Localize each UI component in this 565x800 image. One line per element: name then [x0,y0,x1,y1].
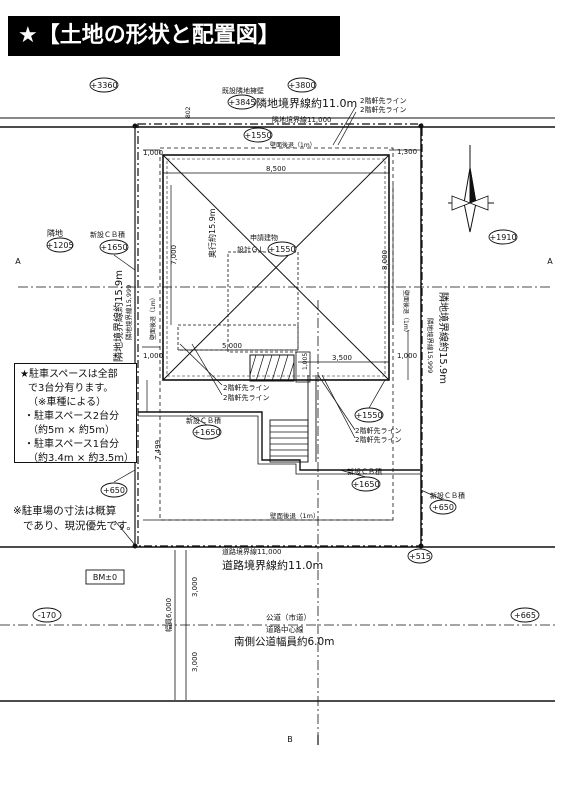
new-cb-mid: 新設ＣＢ積 [186,416,221,425]
dim-8000: 8,000 [381,250,389,270]
lot-boundary [137,123,423,547]
right-setback-label: 壁面後退（1m） [402,290,410,336]
right-boundary-label: 隣地境界線約15.9m [437,292,450,384]
parking-note-line: （約5m × 約5m） [28,425,115,436]
dim-5000: 5,000 [222,342,242,350]
dim-1300: 1,300 [397,148,417,156]
bm-label: BM±0 [93,573,117,582]
elev-1650-mid: +1650 [193,428,220,437]
left-boundary-label: 隣地境界線約15.9m [112,270,125,362]
eaves-right-1: 2階軒先ライン [355,426,401,435]
parking-note-line: で3台分有ります。 [28,383,114,394]
page-title: ★【土地の形状と配置図】 [8,16,340,56]
elev-3800: +3800 [288,81,315,90]
new-cb-wall-left: 新設ＣＢ積 [90,230,125,239]
bm-box [85,569,125,585]
eaves-line-top-2: 2階軒先ライン [360,105,406,114]
left-boundary-dim: 隣地境界線15,999 [124,285,133,340]
neighbor-label: 隣地 [47,228,63,238]
top-boundary-label: 隣地境界線約11.0m [256,96,357,110]
dim-3500: 3,500 [332,354,352,362]
elev-1550-mid: +1550 [268,245,295,254]
elev-515: +515 [409,552,431,561]
left-setback-label: 壁面後退（1m） [149,294,157,340]
parking-note-line: （約3.4m × 約3.5m） [28,453,135,464]
eaves-left-1: 2階軒先ライン [223,383,269,392]
elev-3845: +3845 [228,98,255,107]
dim-7499: 7,499 [154,440,162,460]
mid-cb-wall [138,411,420,471]
footnote-line: ※駐車場の寸法は概算 [13,505,117,517]
south-road-label: 南側公道幅員約6.0m [234,635,334,648]
building-eaves-outline [166,158,386,377]
parking-note-line: ★駐車スペースは全部 [20,369,118,380]
planned-building: 申請建物 [250,233,278,242]
dim-1005: 1,005 [302,353,309,370]
parking-footnote: ※駐車場の寸法は概算 であり、現況優先です。 [13,504,153,534]
room-outline-2 [227,251,299,353]
parking-note-line: ・駐車スペース2台分 [24,411,120,422]
dim-1000-right: 1,000 [397,352,417,360]
elev-3360: +3360 [90,81,117,90]
existing-wall-label: 既設隣地擁壁 [222,86,264,95]
building-outline [162,154,390,381]
section-b-label: B [287,735,293,744]
elev-1550-right: +1550 [355,411,382,420]
section-a-right: A [547,257,553,266]
elev-1650-right: +1650 [352,480,379,489]
depth-label: 奥行約15.9m [207,208,217,258]
new-cb-far: 新設ＣＢ積 [430,491,465,500]
wall-setback-top: 壁面後退（1m） [270,141,316,149]
elev-650-right: +650 [432,503,454,512]
dim-3000-b: 3,000 [191,652,199,672]
road-boundary-dim: 道路境界線11,000 [222,547,282,556]
parking-note-line: （※車種による） [28,397,107,408]
dim-3000-a: 3,000 [191,577,199,597]
mid-cb-wall-inner [138,415,420,475]
road-center-label: 道路中心線 [266,624,304,634]
footnote-line: であり、現況優先です。 [23,520,137,532]
top-boundary-dim: 隣地境界線11,000 [272,115,332,124]
parking-note: ★駐車スペースは全部 で3台分有ります。 （※車種による） ・駐車スペース2台分… [14,363,137,464]
public-road-label: 公道（市道） [266,612,311,622]
wall-setback-bottom: 壁面後退（1m） [270,511,319,520]
design-gl: 設計ＧＬ [237,245,265,254]
eaves-right-2: 2階軒先ライン [355,435,401,444]
road-boundary-label: 道路境界線約11.0m [222,558,323,572]
elev-665: +665 [514,611,536,620]
elev-1910: +1910 [489,233,516,242]
eaves-line-top-1: 2階軒先ライン [360,96,406,105]
elev-1650-left: +1650 [100,243,127,252]
building-diagonal-2 [162,154,390,381]
right-boundary-dim: 隣地境界線15,999 [426,318,435,373]
dim-802: 802 [185,106,192,118]
entrance-hatch [249,354,295,382]
elev-1205: +1205 [46,241,73,250]
elev-170: -170 [38,611,56,620]
road-width-dim: 幅員6,000 [164,598,173,632]
new-cb-right: 新設ＣＢ積 [347,467,382,476]
dim-7000: 7,000 [170,245,178,265]
section-a-left: A [15,257,21,266]
elev-650-left: +650 [103,486,125,495]
dim-1000-left: 1,000 [143,352,163,360]
dim-8500: 8,500 [266,165,286,173]
elev-1550-top: +1550 [244,131,271,140]
parking-note-line: ・駐車スペース1台分 [24,439,120,450]
porch [295,351,311,383]
dim-1000-top-left: 1,000 [143,149,163,157]
eaves-left-2: 2階軒先ライン [223,393,269,402]
north-arrow-icon [448,145,494,233]
